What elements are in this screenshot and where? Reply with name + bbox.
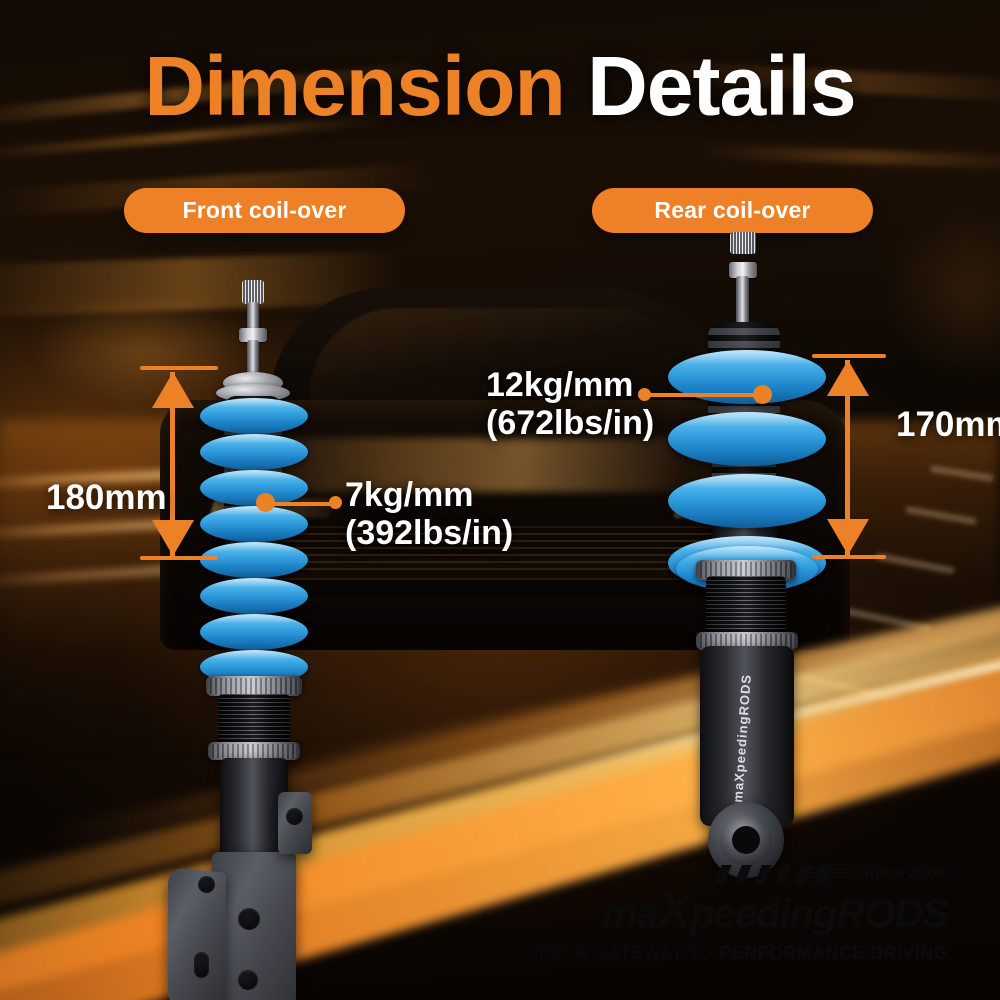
- spring-rate-front-imperial: (392lbs/in): [345, 514, 514, 553]
- spring-rate-rear-leader-dot: [638, 388, 651, 401]
- spring-rate-front-leader-line: [263, 502, 335, 506]
- brand-tagline: YOUR GATEWAY TO PERFORMANCE DRIVING: [535, 943, 948, 964]
- rear-spring-coil: [668, 412, 826, 466]
- front-bracket-hole: [238, 908, 260, 930]
- spring-rate-front-text: 7kg/mm (392lbs/in): [345, 476, 513, 552]
- brand-rods: RODS: [836, 892, 949, 936]
- dimension-front-arrow-down: [152, 520, 194, 556]
- rear-spring-perch: [696, 560, 796, 580]
- dimension-rear-tick-bottom: [812, 555, 886, 559]
- front-lock-collar: [208, 742, 300, 760]
- spring-rate-rear-target-dot: [753, 385, 772, 404]
- brand-x: X: [657, 882, 691, 938]
- rear-coilover-product: maXpeedingRODS: [650, 232, 860, 878]
- front-coilover-product: [150, 280, 340, 1000]
- badge-front-label: Front coil-over: [182, 197, 347, 223]
- title-part-dimension: Dimension: [144, 39, 565, 133]
- dimension-front-label: 180mm: [46, 478, 167, 517]
- front-piston-rod-lower: [247, 340, 259, 378]
- car-grille: [270, 526, 740, 580]
- spring-rate-front-metric: 7kg/mm: [345, 476, 474, 514]
- rear-piston-rod: [736, 276, 749, 330]
- front-threaded-sleeve: [218, 694, 290, 746]
- badge-rear-label: Rear coil-over: [654, 197, 811, 223]
- page-title: Dimension Details: [0, 44, 1000, 128]
- dimension-front-tick-bottom: [140, 556, 218, 560]
- brand-ma: ma: [601, 892, 659, 936]
- dimension-rear-label: 170mm: [896, 405, 1000, 444]
- dimension-rear-stem: [845, 360, 850, 556]
- dimension-rear-tick-top: [812, 354, 886, 358]
- spring-rate-rear-leader-line: [645, 393, 760, 397]
- car-lower-bumper: [240, 596, 760, 624]
- front-piston-rod: [247, 302, 259, 330]
- title-part-details: Details: [587, 39, 856, 133]
- front-spring-perch: [206, 676, 302, 696]
- dimension-front-tick-top: [140, 366, 218, 370]
- rear-lock-nut: [729, 262, 757, 278]
- rear-spring-coil: [668, 474, 826, 528]
- front-lock-nut: [239, 328, 267, 342]
- front-spring-coil: [200, 434, 308, 470]
- front-spring-coil: [200, 614, 308, 650]
- tagline-light: YOUR GATEWAY TO: [535, 943, 720, 963]
- front-spring-coil: [200, 542, 308, 578]
- front-spring-coil: [200, 470, 308, 506]
- spring-rate-rear-imperial: (672lbs/in): [486, 404, 655, 443]
- badge-rear-coilover[interactable]: Rear coil-over: [592, 188, 873, 233]
- brand-peeding: peeding: [690, 892, 837, 936]
- front-bracket-hole: [238, 970, 258, 990]
- rear-adjuster-knob: [730, 232, 756, 254]
- spring-rate-rear-metric: 12kg/mm: [486, 366, 634, 404]
- dimension-front-arrow-up: [152, 372, 194, 408]
- front-spring-coil: [200, 398, 308, 434]
- front-spring-coil: [200, 578, 308, 614]
- front-bracket-hole: [198, 876, 215, 893]
- front-adjuster-knob: [242, 280, 264, 304]
- badge-front-coilover[interactable]: Front coil-over: [124, 188, 405, 233]
- spring-rate-front-leader-dot: [329, 496, 342, 509]
- spring-rate-front-target-dot: [256, 493, 275, 512]
- tagline-bold: PERFORMANCE DRIVING: [719, 943, 948, 963]
- dimension-rear-arrow-up: [827, 360, 869, 396]
- dimension-rear-arrow-down: [827, 519, 869, 555]
- dimension-front-stem: [170, 372, 175, 558]
- front-bracket-hole: [286, 808, 303, 825]
- front-bracket-arm: [168, 867, 226, 1000]
- rear-threaded-sleeve: [706, 576, 786, 638]
- front-spring-coil: [200, 506, 308, 542]
- brand-wordmark: maXpeedingRODS: [535, 882, 949, 938]
- since-label: Since 2006: [806, 863, 946, 882]
- rear-lock-collar: [696, 632, 798, 650]
- front-bracket-hole: [194, 952, 209, 978]
- rear-damper-body: [700, 646, 794, 826]
- brand-logo: Since 2006 maXpeedingRODS YOUR GATEWAY T…: [535, 863, 949, 964]
- rear-eyelet-bore: [732, 826, 760, 854]
- spring-rate-rear-text: 12kg/mm (672lbs/in): [486, 366, 654, 442]
